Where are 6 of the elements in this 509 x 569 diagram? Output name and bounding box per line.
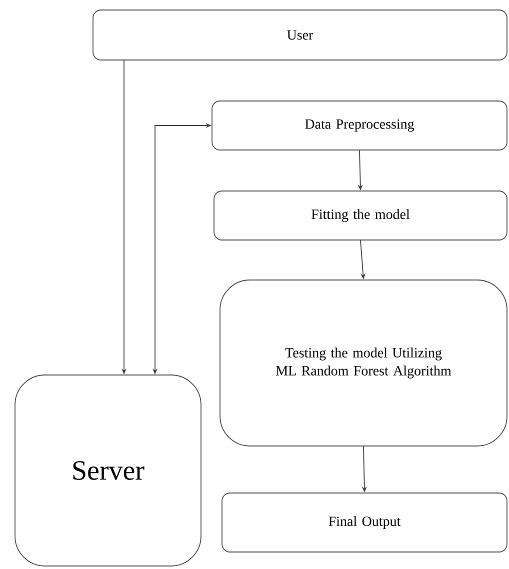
process-box: Final Output	[222, 492, 508, 552]
process-box: User	[92, 10, 508, 60]
server-box: Server	[14, 374, 202, 566]
process-box: Testing the model Utilizing ML Random Forest Algorithm	[220, 280, 508, 446]
process-box: Fitting the model	[214, 190, 508, 240]
process-box: Data Preprocessing	[212, 100, 508, 150]
